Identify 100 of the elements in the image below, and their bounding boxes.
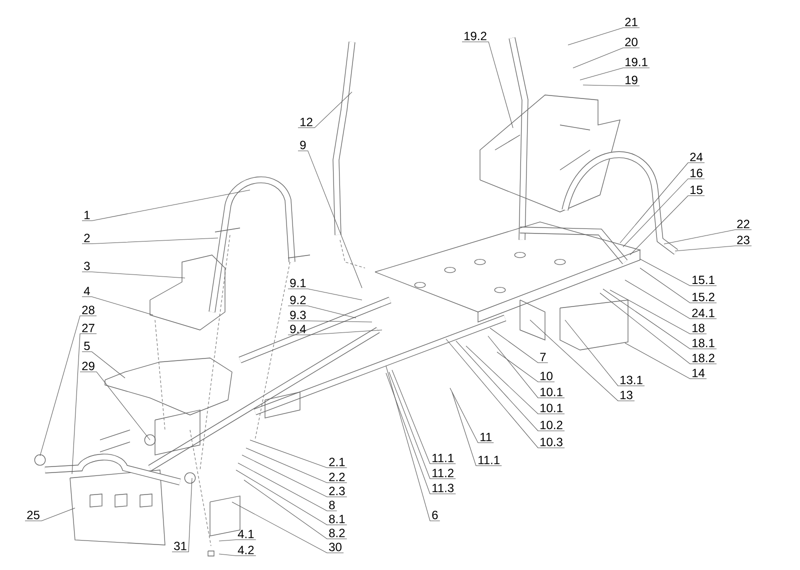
leader-line: [218, 554, 256, 556]
callout-number: 19.2: [464, 32, 486, 40]
callout-number: 9.2: [290, 296, 306, 304]
callout-number: 3: [84, 262, 90, 270]
callout-number: 5: [84, 342, 90, 350]
callout-number: 13: [620, 390, 632, 400]
leader-line: [392, 370, 456, 464]
callout-number: 2: [84, 234, 90, 242]
leader-line: [82, 352, 126, 378]
leader-line: [624, 280, 717, 320]
callout-number: 21: [625, 18, 638, 26]
leader-line: [386, 366, 440, 522]
leader-line: [218, 539, 256, 542]
leader-line: [244, 480, 348, 540]
callout-number: 9.4: [290, 324, 306, 334]
callout-number: 11: [480, 432, 492, 442]
leader-line: [488, 336, 565, 398]
callout-number: 10.2: [540, 420, 562, 430]
callout-number: 14: [692, 368, 705, 378]
leader-line: [496, 352, 555, 382]
leader-line: [80, 372, 150, 440]
leader-line: [582, 84, 640, 86]
leader-line: [250, 440, 348, 468]
leader-line: [242, 454, 348, 498]
leader-line: [462, 42, 514, 128]
leader-line: [602, 288, 717, 350]
leader-line: [490, 328, 548, 363]
callout-number: 10.3: [540, 438, 562, 446]
callout-number: 2.3: [329, 486, 345, 496]
leader-line: [40, 316, 97, 456]
leader-line: [664, 230, 752, 244]
leader-line: [236, 470, 348, 526]
callout-number: 28: [82, 306, 94, 314]
callout-number: 9.1: [290, 278, 306, 288]
callout-number: 1: [84, 210, 90, 220]
leader-line: [600, 292, 717, 364]
callout-number: 15: [690, 186, 702, 194]
callout-number: 18: [692, 324, 704, 332]
leader-line: [624, 342, 707, 379]
leader-line: [288, 320, 372, 322]
callout-number: 12: [300, 118, 312, 126]
callout-number: 2.2: [329, 472, 345, 482]
leader-line: [288, 306, 356, 318]
callout-number: 29: [82, 362, 94, 370]
leader-line: [466, 346, 565, 414]
leader-line: [622, 178, 705, 248]
callout-number: 16: [690, 168, 702, 178]
callout-number: 6: [432, 510, 438, 520]
callout-number: 8.1: [329, 514, 345, 524]
callout-number: 19.1: [626, 58, 648, 66]
callout-number: 18.2: [692, 354, 714, 362]
callout-number: 25: [27, 510, 40, 520]
leader-line: [232, 502, 344, 554]
callout-number: 19: [626, 76, 638, 84]
leader-line: [288, 330, 382, 336]
leader-line: [72, 334, 97, 474]
callout-number: 9: [300, 140, 306, 150]
leader-line: [572, 48, 640, 68]
leader-line: [172, 478, 192, 552]
callout-number: 4.1: [238, 530, 254, 538]
callout-number: 27: [82, 324, 94, 332]
leader-line: [388, 372, 456, 480]
callout-number: 20: [625, 38, 638, 46]
callout-number: 13.1: [620, 376, 642, 384]
leader-line: [82, 296, 154, 316]
leader-line: [456, 340, 565, 432]
callout-number: 15.1: [692, 276, 714, 284]
callout-number: 24.1: [692, 308, 714, 318]
leader-line: [298, 92, 352, 128]
callout-number: 10.1: [540, 388, 562, 396]
callout-number: 4.2: [238, 546, 254, 554]
leader-line: [288, 288, 362, 300]
leader-line: [630, 196, 705, 256]
leader-line: [450, 388, 494, 443]
leader-line: [246, 448, 348, 484]
callout-number: 8: [329, 500, 335, 510]
leader-line: [452, 392, 502, 466]
callout-number: 2.1: [329, 458, 345, 466]
leader-line: [238, 462, 338, 512]
leader-line: [640, 258, 717, 286]
leader-line: [298, 150, 362, 288]
callout-number: 9.3: [290, 310, 306, 320]
leader-line: [568, 28, 640, 46]
callout-number: 11.2: [432, 468, 454, 478]
callout-number: 7: [540, 352, 546, 362]
callout-number: 23: [737, 236, 750, 244]
callout-number: 24: [690, 152, 703, 162]
leader-line: [580, 68, 650, 80]
callout-number: 4: [84, 286, 90, 296]
leader-line: [674, 246, 752, 252]
callout-number: 11.3: [432, 484, 454, 492]
leader-line: [610, 290, 707, 334]
leader-line: [530, 320, 635, 402]
leader-line: [82, 190, 250, 221]
leader-line: [24, 508, 76, 522]
callout-number: 10: [540, 372, 552, 380]
leader-line: [82, 238, 218, 244]
callout-number: 22: [737, 220, 750, 228]
callout-number: 18.1: [692, 338, 714, 348]
leader-line: [640, 268, 717, 304]
